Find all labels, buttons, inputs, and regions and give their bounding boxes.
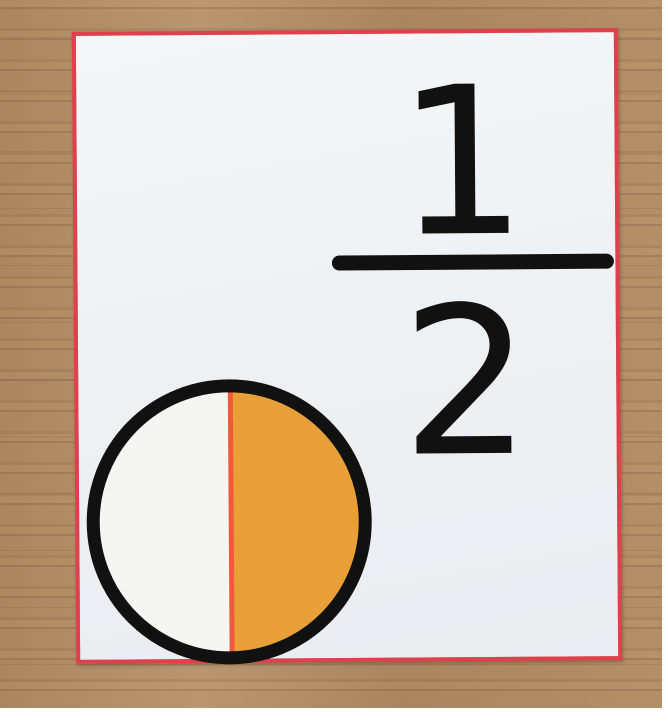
fraction-denominator: 2 — [400, 264, 532, 503]
circle-divider — [230, 387, 232, 657]
unshaded-half — [88, 380, 232, 666]
card-drawing: 1 2 — [76, 32, 626, 668]
fraction-circle — [88, 379, 382, 666]
fraction-numerator: 1 — [396, 44, 528, 283]
photo-margin-right — [662, 0, 668, 722]
photo-margin-bottom — [0, 708, 668, 722]
fraction-bar — [339, 261, 606, 263]
fraction-card: 1 2 — [72, 28, 622, 664]
